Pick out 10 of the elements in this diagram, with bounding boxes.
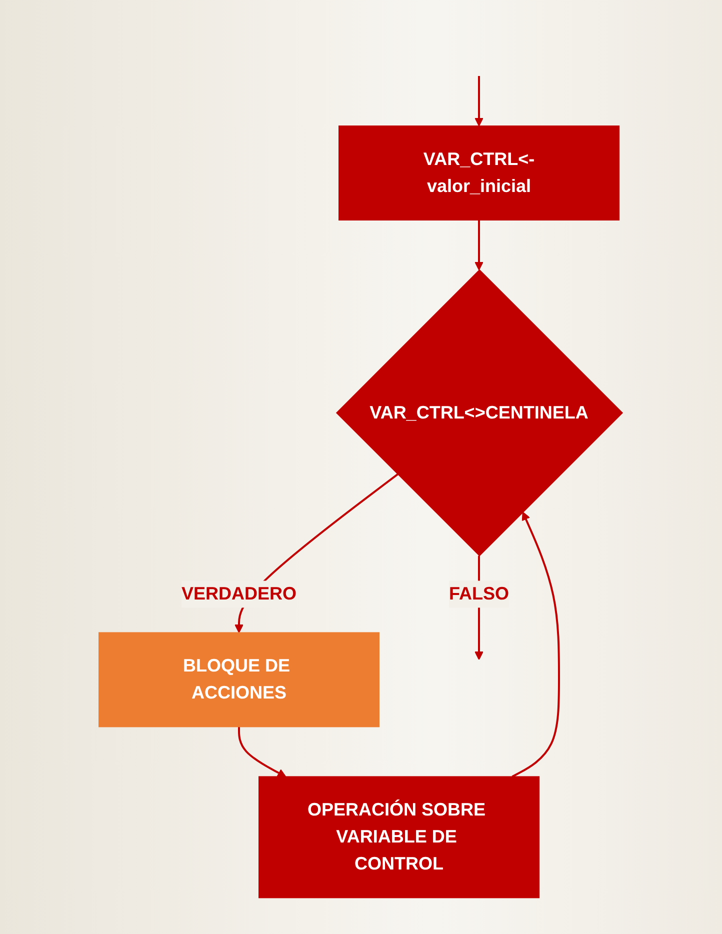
node-box: OPERACIÓN SOBRE VARIABLE DE CONTROL [258,776,540,898]
arrow [474,76,484,127]
arrow [238,726,286,778]
arrow [512,512,560,778]
edge-label: FALSO [449,584,510,604]
arrow [474,220,484,271]
node-box: BLOQUE DE ACCIONES [98,632,380,728]
node-box: VAR_CTRL<-valor_inicial [338,126,620,221]
edge-label: VERDADERO [182,584,297,604]
node-diamond: VAR_CTRL<>CENTINELA [336,269,624,557]
